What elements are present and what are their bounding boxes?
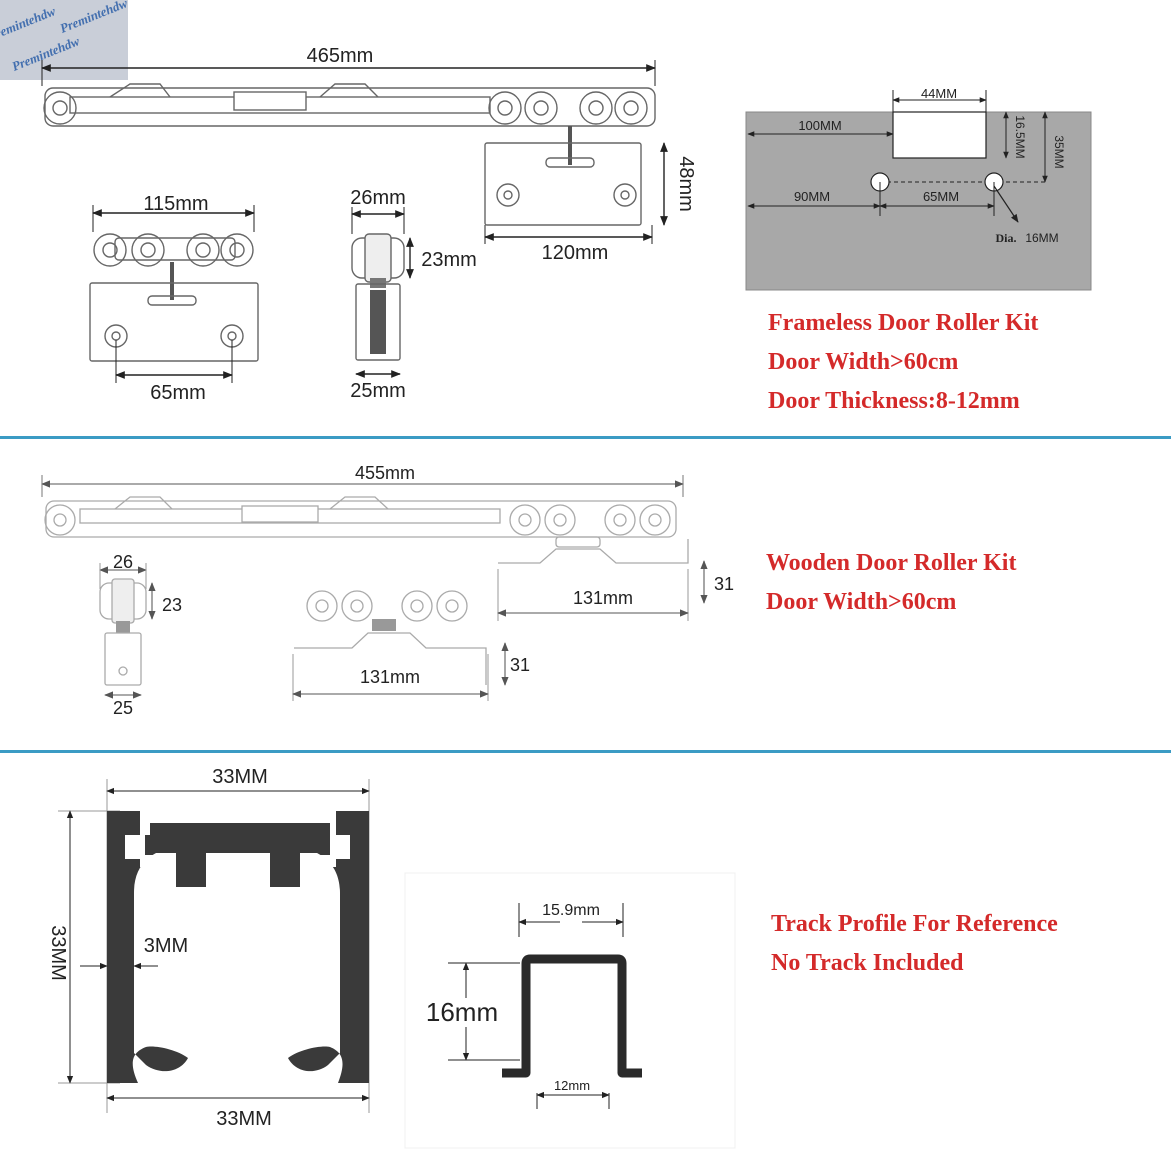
track-width-top: 33MM xyxy=(212,766,268,788)
frameless-wheel-width: 26mm xyxy=(350,187,406,209)
frameless-roller-carriage xyxy=(89,205,259,383)
track-caption: Track Profile For Reference No Track Inc… xyxy=(771,905,1058,983)
frameless-roller-span: 115mm xyxy=(143,193,208,215)
small-track-profile xyxy=(404,872,736,1149)
door-hole-offset: 90MM xyxy=(794,189,830,204)
frameless-caption-line-3: Door Thickness:8-12mm xyxy=(768,388,1020,414)
wooden-plate-length-right: 131mm xyxy=(573,588,633,608)
track-drawings: 33MM 33MM 33MM 3MM 15.9mm 16mm 12mm xyxy=(47,766,736,1149)
wooden-plate-height-left: 31 xyxy=(510,655,530,675)
wooden-plate-length-left: 131mm xyxy=(360,667,420,687)
track-width-bottom: 33MM xyxy=(216,1108,272,1130)
wooden-section: 455mm 131mm 31 26 23 25 131mm 31 Wooden … xyxy=(0,439,1171,750)
door-notch-depth: 16.5MM xyxy=(1013,115,1027,158)
frameless-hole-spacing: 65mm xyxy=(150,382,206,404)
track-height: 33MM xyxy=(47,925,69,981)
track-wall-thickness: 3MM xyxy=(144,935,188,957)
wooden-wheel-end-view xyxy=(99,563,156,699)
small-track-width-bottom: 12mm xyxy=(554,1078,590,1093)
wooden-base-width: 25 xyxy=(113,698,133,718)
door-notch-width: 44MM xyxy=(921,86,957,101)
large-track-profile xyxy=(58,779,370,1113)
full-kit-side-view xyxy=(41,60,656,127)
frameless-drawings: 465mm 48mm 120mm 115mm 65mm 26mm 23mm 25… xyxy=(41,45,1092,404)
frameless-bracket-width: 120mm xyxy=(542,242,609,264)
frameless-wheel-height: 23mm xyxy=(421,249,477,271)
wooden-wheel-height: 23 xyxy=(162,595,182,615)
track-section: 33MM 33MM 33MM 3MM 15.9mm 16mm 12mm Trac… xyxy=(0,753,1171,1171)
wooden-plate-height-right: 31 xyxy=(714,574,734,594)
door-cut-diagram xyxy=(745,90,1092,291)
door-hole-diameter-label: Dia. xyxy=(996,231,1017,245)
section-divider-2 xyxy=(0,750,1171,753)
small-track-height: 16mm xyxy=(426,997,498,1027)
frameless-bracket-height: 48mm xyxy=(675,156,697,212)
frameless-caption-line-2: Door Width>60cm xyxy=(768,349,959,375)
wooden-wheel-width: 26 xyxy=(113,552,133,572)
frameless-wheel-end-view xyxy=(351,207,414,378)
track-caption-line-2: No Track Included xyxy=(771,950,964,976)
wooden-caption-line-1: Wooden Door Roller Kit xyxy=(766,550,1017,576)
track-caption-line-1: Track Profile For Reference xyxy=(771,911,1058,937)
frameless-caption-line-1: Frameless Door Roller Kit xyxy=(768,310,1039,336)
wooden-total-length: 455mm xyxy=(355,463,415,483)
door-hole-spacing: 65MM xyxy=(923,189,959,204)
door-hole-diameter-value: 16MM xyxy=(1025,231,1058,245)
section-divider-1 xyxy=(0,436,1171,439)
wooden-drawings: 455mm 131mm 31 26 23 25 131mm 31 xyxy=(41,463,734,718)
wooden-roller-carriage xyxy=(292,590,509,701)
frameless-clamp-width: 25mm xyxy=(350,380,406,402)
wooden-full-kit-side-view xyxy=(41,475,708,621)
door-hole-depth: 35MM xyxy=(1052,135,1066,168)
door-notch-offset: 100MM xyxy=(798,118,841,133)
wooden-caption-line-2: Door Width>60cm xyxy=(766,589,957,615)
frameless-caption: Frameless Door Roller Kit Door Width>60c… xyxy=(768,304,1038,421)
small-track-width-top: 15.9mm xyxy=(542,902,600,919)
frameless-bracket-right xyxy=(484,126,668,244)
frameless-total-length: 465mm xyxy=(307,45,374,67)
frameless-section: 465mm 48mm 120mm 115mm 65mm 26mm 23mm 25… xyxy=(0,0,1171,436)
wooden-caption: Wooden Door Roller Kit Door Width>60cm xyxy=(766,544,1016,622)
